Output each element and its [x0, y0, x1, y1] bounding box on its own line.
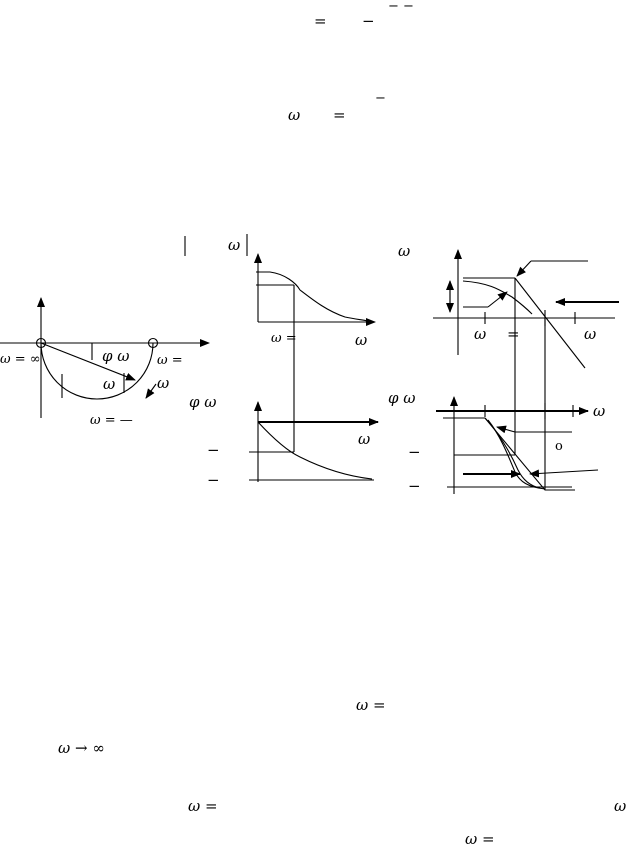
phase-label: φ ω — [189, 393, 217, 411]
eq1-equals: = — [314, 12, 327, 30]
phase-pointer-right-arrow — [529, 469, 599, 478]
log-amp-omega-right: ω — [584, 325, 597, 343]
log-amp-header-omega: ω — [398, 242, 411, 260]
leader-top-arrow — [516, 260, 532, 277]
eq2-omega: ω — [288, 106, 301, 124]
omega-arrow-label: ω — [157, 374, 170, 392]
amplitude-plot — [254, 253, 376, 326]
text-omega-eq-2: ω = — [188, 797, 218, 815]
log-phase-asymptote — [484, 417, 575, 491]
log-amplitude-plot — [433, 249, 619, 369]
phase-plot — [249, 401, 379, 482]
log-asymptote-slope — [514, 277, 586, 369]
omega-infinity-label: ω = ∞ — [0, 352, 41, 367]
text-omega-eq-1: ω = — [356, 696, 386, 714]
log-phase-axis-omega: ω — [593, 402, 606, 420]
log-amp-omega-left: ω — [474, 325, 487, 343]
eq1-overbar: − − — [388, 0, 414, 14]
omega-fraction-label: ω = — — [90, 413, 133, 428]
nyquist-semicircle — [40, 342, 154, 400]
amp-curve — [256, 271, 369, 322]
origin-point — [35, 337, 47, 349]
phase-axis-omega: ω — [358, 430, 371, 448]
phi-omega-label: φ ω — [102, 347, 130, 365]
amp-omega-eq: ω = — [271, 331, 297, 346]
leader-phase-top-arrow — [496, 425, 516, 434]
degree-mark: o — [555, 439, 563, 454]
eq1-minus: − — [362, 12, 375, 30]
nyquist-plot — [0, 297, 210, 418]
eq2-equals: = — [333, 106, 346, 124]
phase-minus-1: − — [207, 441, 220, 459]
log-phase-label: φ ω — [388, 389, 416, 407]
direction-arrow — [145, 383, 157, 399]
log-phase-minus-1: − — [408, 443, 421, 461]
leader-left-arrow — [487, 291, 508, 308]
phase-minus-2: − — [207, 471, 220, 489]
omega-eq-label: ω = — [157, 353, 183, 368]
log-phase-minus-2: − — [408, 477, 421, 495]
amp-header-omega: ω — [228, 236, 241, 254]
omega-vector-label: ω — [103, 375, 116, 393]
log-phase-curve-1 — [484, 417, 541, 489]
amp-axis-omega: ω — [355, 331, 368, 349]
start-point — [147, 337, 159, 349]
text-omega-3: ω — [614, 797, 627, 815]
nyquist-vector-arrow — [40, 342, 136, 381]
log-amp-equals: = — [507, 325, 520, 343]
phase-curve — [257, 421, 373, 480]
log-amp-curve — [462, 280, 533, 315]
text-omega-to-infinity: ω → ∞ — [58, 739, 105, 757]
eq2-overbar: − — [375, 91, 386, 106]
text-omega-eq-4: ω = — [465, 830, 495, 848]
log-phase-plot — [436, 396, 599, 494]
